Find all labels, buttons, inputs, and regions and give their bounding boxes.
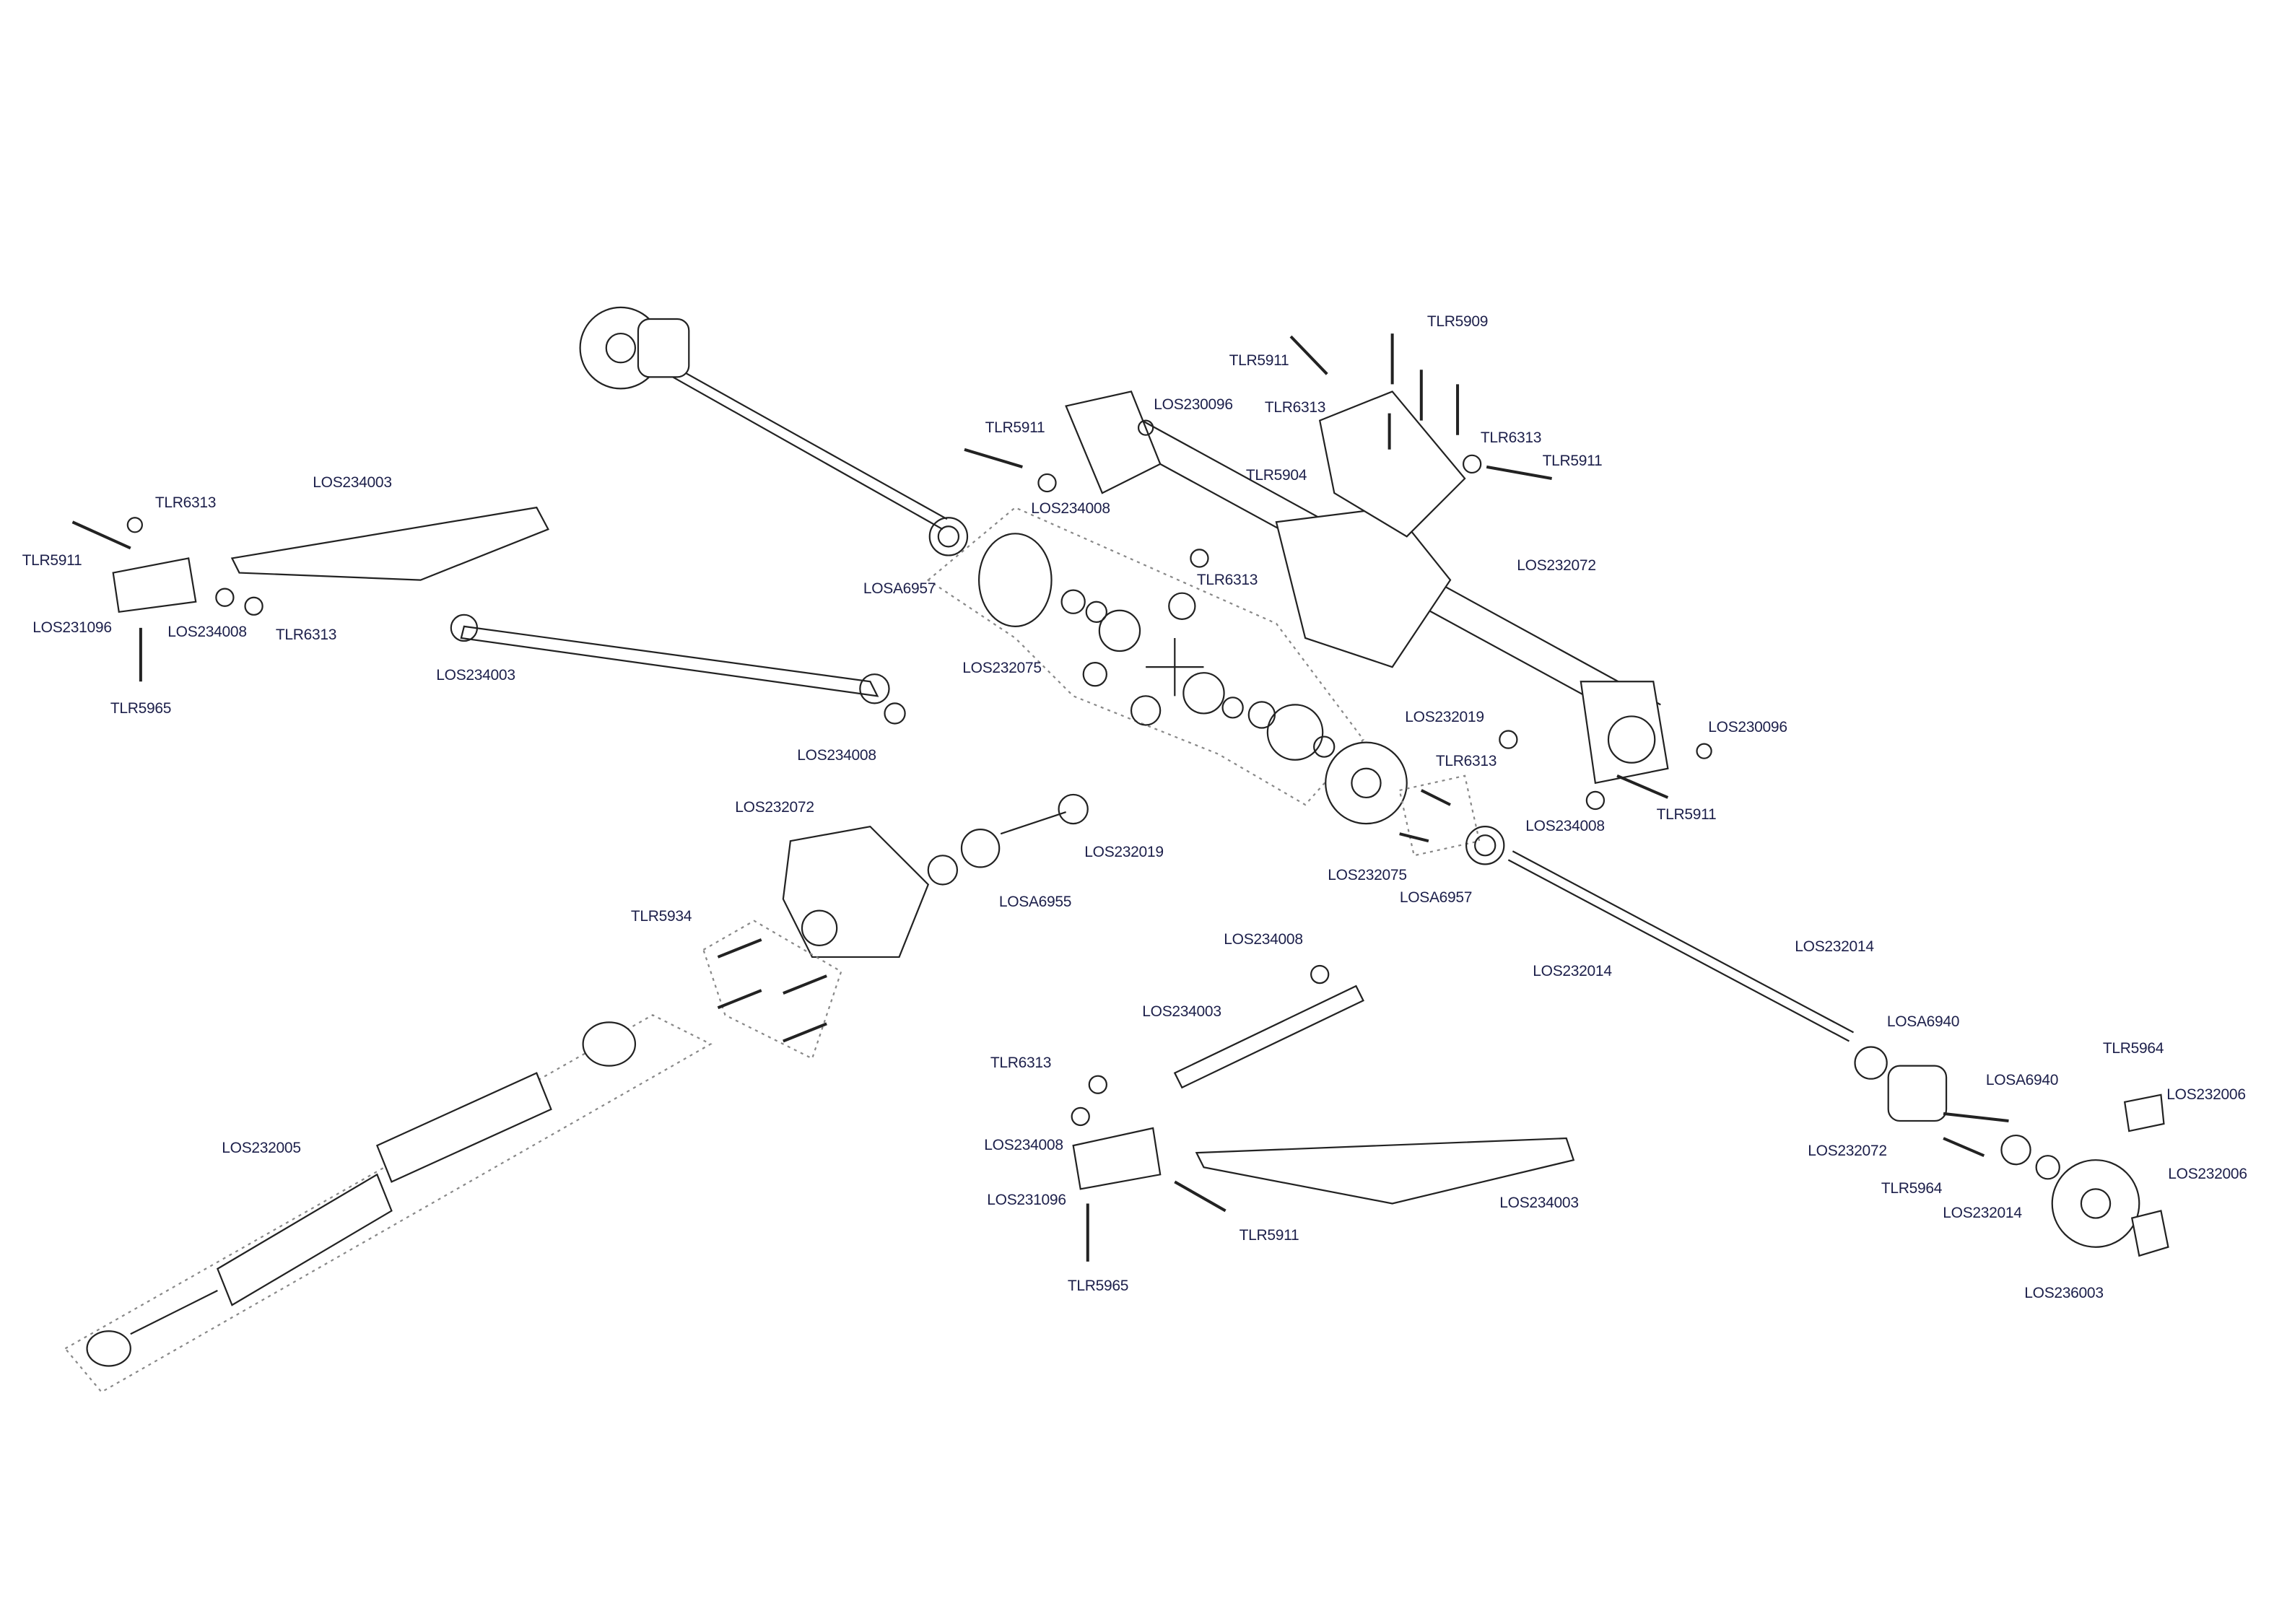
part-label: LOS232019 — [1084, 844, 1164, 860]
part-label: TLR5965 — [110, 700, 172, 717]
part-label: LOS234008 — [1224, 931, 1303, 948]
part-label: LOS232006 — [2166, 1086, 2246, 1103]
part-label: TLR5965 — [1067, 1278, 1129, 1294]
part-label: LOS234008 — [1031, 500, 1110, 517]
ring-gear — [1325, 741, 1408, 825]
part-label: LOS232006 — [2168, 1166, 2247, 1182]
part-label: TLR6313 — [1435, 753, 1497, 769]
part-label: LOS234003 — [1499, 1195, 1579, 1211]
part-label: LOSA6940 — [1886, 1013, 1960, 1030]
part-label: TLR5909 — [1426, 313, 1489, 330]
axle-housing — [1065, 390, 1669, 785]
pinion-housing — [702, 793, 1089, 1060]
part-label: TLR5911 — [1229, 352, 1289, 369]
part-label: TLR6313 — [275, 627, 337, 643]
part-label: LOS232075 — [962, 660, 1042, 676]
part-label: LOS232014 — [1795, 938, 1874, 955]
part-label: TLR5934 — [630, 908, 692, 925]
part-label: LOS234008 — [1525, 818, 1605, 834]
part-label: LOS232005 — [222, 1140, 301, 1156]
fasteners — [71, 333, 2009, 1262]
part-label: TLR5911 — [985, 419, 1045, 436]
part-label: LOS230096 — [1708, 719, 1787, 735]
part-label: TLR5911 — [1542, 453, 1603, 469]
part-label: TLR6313 — [1264, 399, 1326, 416]
part-label: TLR5911 — [22, 552, 82, 569]
lower-link-right — [1195, 1137, 1575, 1205]
part-label: LOS234008 — [797, 747, 876, 764]
part-label: TLR6313 — [1480, 429, 1542, 446]
part-label: TLR5911 — [1656, 806, 1717, 823]
part-label: LOS234003 — [313, 474, 392, 491]
part-label: LOS232072 — [1808, 1143, 1887, 1159]
part-label: LOS232014 — [1533, 963, 1612, 979]
part-label: LOSA6957 — [1399, 889, 1473, 906]
part-label: TLR6313 — [1196, 572, 1258, 588]
part-label: TLR6313 — [990, 1055, 1052, 1071]
driveshaft — [64, 1014, 713, 1394]
upper-link-left — [460, 625, 879, 697]
left-axle-shaft — [579, 306, 948, 531]
part-label: LOS232072 — [1517, 557, 1596, 574]
part-label: LOS234008 — [167, 624, 247, 640]
part-label: TLR5964 — [1881, 1180, 1943, 1197]
part-label: TLR5964 — [2102, 1040, 2164, 1057]
part-label: LOS232014 — [1943, 1205, 2022, 1221]
part-label: LOS232072 — [735, 799, 814, 816]
bearing — [1465, 826, 1505, 865]
part-label: LOS231096 — [32, 619, 112, 636]
part-label: LOS232075 — [1328, 867, 1407, 883]
bearing — [928, 517, 969, 556]
part-label: LOS232019 — [1405, 709, 1484, 725]
part-label: LOS231096 — [987, 1192, 1066, 1208]
link-mount-left — [112, 557, 197, 614]
link-mount-right — [1072, 1127, 1162, 1190]
part-label: TLR6313 — [154, 494, 217, 511]
right-axle-shaft — [1507, 850, 1855, 1042]
part-label: LOS234003 — [1142, 1003, 1221, 1020]
part-label: LOS236003 — [2024, 1285, 2104, 1301]
differential — [926, 506, 1364, 806]
brake-rotor — [2051, 1159, 2140, 1248]
part-label: LOSA6955 — [998, 894, 1072, 910]
part-label: LOS234008 — [984, 1137, 1063, 1153]
part-label: LOS234003 — [436, 667, 515, 684]
upper-link-right — [1173, 985, 1364, 1089]
lower-link-left — [230, 506, 549, 581]
part-label: TLR5911 — [1239, 1227, 1299, 1244]
part-label: TLR5904 — [1245, 467, 1307, 484]
part-label: LOSA6940 — [1985, 1072, 2059, 1088]
part-label: LOSA6957 — [863, 580, 936, 597]
nuts — [126, 419, 1712, 1127]
part-label: LOS230096 — [1154, 396, 1233, 413]
